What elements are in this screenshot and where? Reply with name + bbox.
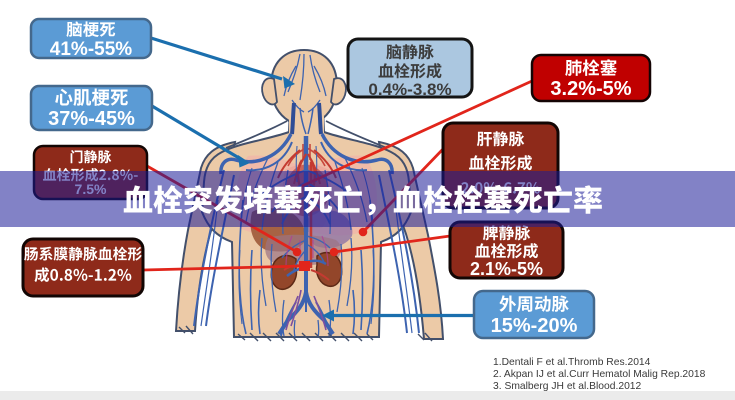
svg-text:37%-45%: 37%-45% <box>48 108 135 130</box>
svg-text:0.4%-3.8%: 0.4%-3.8% <box>368 80 451 99</box>
svg-text:41%-55%: 41%-55% <box>50 39 132 60</box>
svg-text:2.1%-5%: 2.1%-5% <box>470 259 543 279</box>
svg-text:15%-20%: 15%-20% <box>491 315 578 337</box>
svg-text:3.2%-5%: 3.2%-5% <box>550 78 631 100</box>
svg-text:3. Smalberg JH et al.Blood.201: 3. Smalberg JH et al.Blood.2012 <box>493 381 642 392</box>
svg-text:2. Akpan IJ et al.Curr Hematol: 2. Akpan IJ et al.Curr Hematol Malig Rep… <box>493 369 706 380</box>
svg-text:1.Dentali F et al.Thromb Res.2: 1.Dentali F et al.Thromb Res.2014 <box>493 357 651 368</box>
